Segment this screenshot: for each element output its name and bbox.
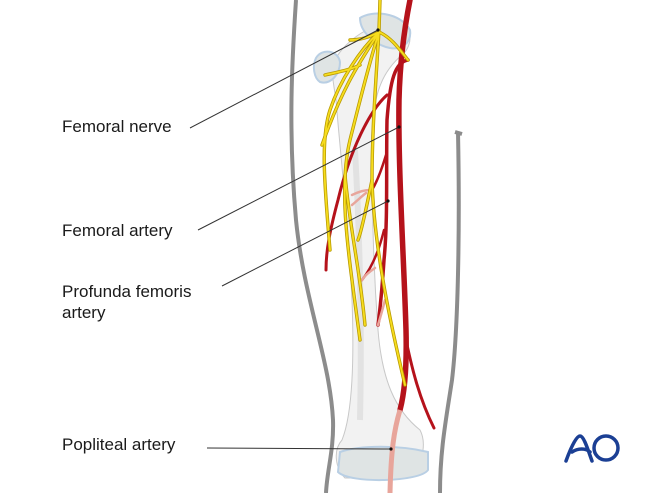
label-profunda-femoris-artery: Profunda femoris artery [62,281,191,323]
label-femoral-artery: Femoral artery [62,221,173,240]
label-profunda-line1: Profunda femoris [62,282,192,301]
leader-popliteal [206,447,392,450]
leg-outline-left [289,0,336,493]
leader-femoral-artery [197,126,400,231]
leader-profunda [221,200,389,287]
label-femoral-nerve: Femoral nerve [62,117,172,136]
leader-femoral-nerve [189,29,379,129]
leg-outline-right [438,130,463,493]
popliteal-artery [387,409,403,493]
ao-logo [564,434,620,463]
label-profunda-line2: artery [62,303,106,322]
label-popliteal-artery: Popliteal artery [62,435,176,454]
